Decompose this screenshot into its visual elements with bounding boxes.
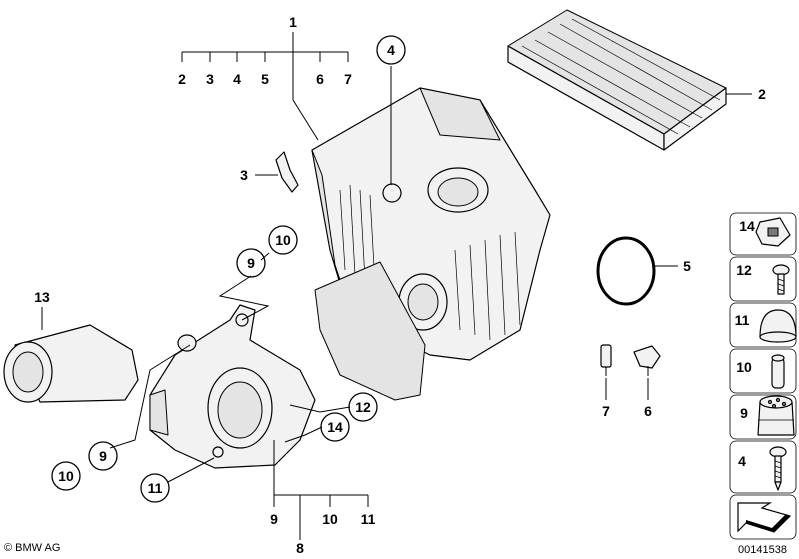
- clamp-part: [633, 345, 661, 376]
- image-number: 00141538: [738, 544, 787, 556]
- callout-sub-6: 6: [316, 71, 324, 87]
- callout-8: 8: [296, 540, 304, 556]
- callout-sub8-10: 10: [322, 511, 338, 527]
- screw-icon: [772, 264, 790, 295]
- callout-housing-9: 9: [247, 255, 255, 271]
- clip-part: [275, 151, 299, 193]
- copyright-text: © BMW AG: [4, 542, 60, 554]
- legend-label-14: 14: [739, 218, 755, 234]
- callout-sub-5: 5: [261, 71, 269, 87]
- callout-sub8-9: 9: [270, 511, 278, 527]
- callout-4: 4: [387, 42, 395, 58]
- callout-6: 6: [644, 403, 652, 419]
- self-tapping-screw-icon: [769, 446, 787, 491]
- parts-legend: 14 12 11 10 9: [729, 212, 797, 540]
- legend-label-4: 4: [738, 453, 746, 469]
- callout-2: 2: [758, 86, 766, 102]
- callout-sub8-11: 11: [361, 511, 376, 527]
- callout-housing-10: 10: [275, 232, 291, 248]
- callout-left-11: 11: [148, 480, 163, 496]
- cap-icon: [759, 309, 797, 343]
- legend-label-10: 10: [736, 359, 752, 375]
- callout-14: 14: [327, 419, 343, 435]
- callout-12: 12: [355, 399, 371, 415]
- legend-label-12: 12: [736, 262, 752, 278]
- legend-label-11: 11: [735, 312, 750, 328]
- sleeve-icon: [771, 354, 785, 389]
- callout-sub-7: 7: [344, 71, 352, 87]
- intake-housing: [149, 304, 316, 469]
- callout-7: 7: [602, 403, 610, 419]
- legend-label-9: 9: [740, 405, 748, 421]
- callout-left-10: 10: [58, 468, 74, 484]
- callout-5: 5: [683, 258, 691, 274]
- callout-left-9: 9: [99, 448, 107, 464]
- leader-lines: [109, 32, 752, 540]
- seal-ring: [596, 236, 656, 306]
- clip-nut-icon: [755, 217, 791, 247]
- callout-sub-3: 3: [206, 71, 214, 87]
- air-box-housing: [311, 87, 551, 401]
- sensor-part: [600, 344, 612, 376]
- arrow-icon: [737, 502, 792, 533]
- callout-labels: 1 2 3 4 5 6 7 2 3 4 5 7 6 10 9 13 12 14 …: [34, 14, 766, 556]
- intake-boot: [3, 324, 139, 403]
- callout-3: 3: [240, 167, 248, 183]
- callout-1: 1: [289, 14, 297, 30]
- grommet-icon: [757, 395, 795, 436]
- callout-sub-2: 2: [178, 71, 186, 87]
- callout-13: 13: [34, 289, 50, 305]
- callout-sub-4: 4: [233, 71, 241, 87]
- air-filter-element: [507, 9, 727, 151]
